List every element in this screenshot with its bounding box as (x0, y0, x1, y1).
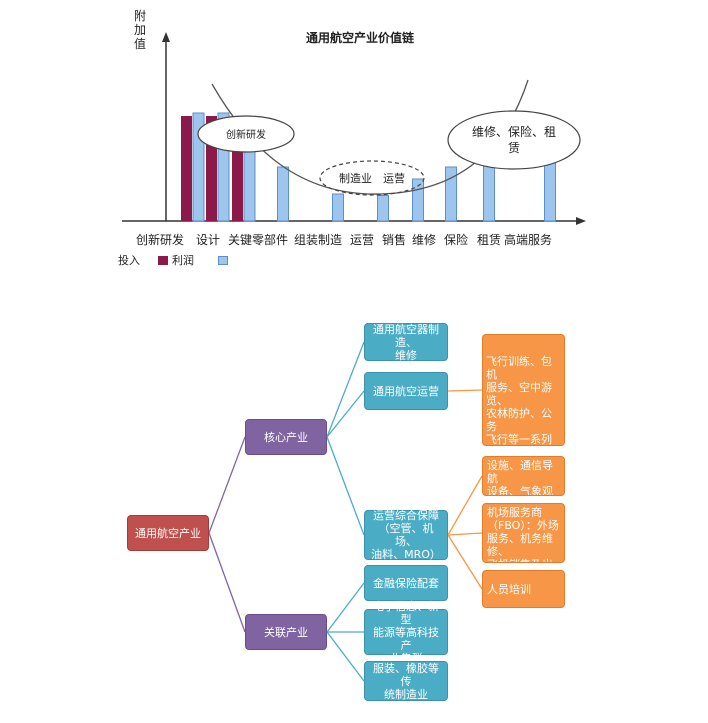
legend: 投入 利润 (118, 252, 232, 268)
legend-profit-swatch (158, 255, 168, 265)
node-operations-support-label: 运营综合保障 （空管、机场、 油料、MRO） (371, 509, 441, 561)
ellipse-mfg-label: 制造业 运营 (339, 171, 405, 185)
category-label: 保险 (444, 232, 468, 247)
link-related-finance (326, 582, 365, 633)
link-core-manufacturing (326, 341, 365, 438)
node-aviation-operations: 通用航空运营 (364, 372, 448, 410)
legend-profit-label: 利润 (172, 254, 194, 267)
ellipse-service-label: 维修、保险、租赁 (472, 124, 556, 155)
node-personnel-training: 人员培训 (482, 570, 565, 608)
ellipse-service-label-line: 赁 (508, 141, 520, 155)
bar-investment (412, 178, 424, 222)
link-core-support (326, 436, 365, 536)
node-fbo: 机场服务商 （FBO）：外场 服务、机务维修、 飞机销售及出租 等 (482, 503, 565, 563)
node-root-label: 通用航空产业 (135, 526, 201, 540)
link-support-training (447, 534, 483, 590)
ellipse-mfg (319, 160, 425, 196)
y-axis-arrow (162, 32, 170, 42)
legend-investment-swatch (218, 255, 228, 265)
node-finance-insurance: 金融保险配套 (364, 565, 448, 601)
ellipse-service (447, 110, 581, 170)
ellipse-service-label-line: 维修、保险、租 (472, 124, 556, 139)
legend-prefix: 投入 (118, 254, 140, 267)
node-aviation-operations-label: 通用航空运营 (373, 384, 439, 398)
bar-investment (377, 195, 389, 222)
x-axis-arrow (576, 217, 586, 225)
ellipse-rd (197, 115, 295, 153)
category-label: 设计 (196, 233, 220, 247)
node-related-industry: 关联产业 (245, 614, 327, 650)
link-root-related (208, 532, 246, 633)
chart-title: 通用航空产业价值链 (306, 30, 415, 45)
chart-ellipses (197, 110, 581, 196)
link-operations-detail (447, 389, 483, 392)
bar-investment (332, 193, 344, 222)
link-support-fbo (447, 532, 483, 536)
bar-investment (277, 166, 289, 222)
bar-profit (232, 134, 243, 221)
node-operations-detail: 飞行训练、包机 服务、空中游览、 农林防护、公务 飞行等一系列服 务 机场建设：… (482, 334, 565, 446)
category-label: 关键零部件 (228, 232, 288, 247)
y-axis-label-char: 值 (134, 36, 146, 51)
bar-profit (206, 116, 217, 221)
node-high-tech-label: 电子信息、新型 能源等高科技产 业集群 (373, 599, 439, 665)
bar-investment (445, 166, 457, 222)
y-axis-label-char: 附 (134, 9, 146, 23)
node-airport-facilities-label: 设施、通信导航 设备、气象观测 设备和相关辅助 (487, 459, 553, 496)
category-label: 高端服务 (504, 232, 552, 247)
y-axis-label-char: 加 (134, 23, 146, 37)
node-operations-support: 运营综合保障 （空管、机场、 油料、MRO） (364, 509, 448, 561)
category-label: 组装制造 (294, 233, 342, 247)
node-core-industry: 核心产业 (245, 419, 327, 455)
node-operations-detail-label: 飞行训练、包机 服务、空中游览、 农林防护、公务 飞行等一系列服 务 机场建设：… (486, 355, 552, 446)
node-traditional-label: 服装、橡胶等传 统制造业 (373, 661, 439, 701)
y-axis-label: 附加值 (134, 9, 146, 51)
link-support-airport (447, 475, 483, 536)
node-related-label: 关联产业 (264, 625, 308, 639)
category-label: 运营 (350, 233, 374, 247)
node-training-label: 人员培训 (487, 582, 531, 596)
node-airport-facilities: 设施、通信导航 设备、气象观测 设备和相关辅助 (482, 456, 565, 496)
category-label: 创新研发 (136, 232, 184, 247)
node-core-label: 核心产业 (264, 430, 308, 444)
node-aircraft-manufacturing: 通用航空器制造、 维修 (364, 322, 448, 362)
category-label: 维修 (412, 232, 436, 247)
node-finance-label: 金融保险配套 (373, 576, 439, 590)
link-root-core (208, 436, 246, 534)
bar-profit (181, 116, 192, 221)
link-core-operations (326, 390, 365, 438)
bar-investment (217, 112, 230, 222)
node-traditional-manufacturing: 服装、橡胶等传 统制造业 (364, 661, 448, 701)
link-related-traditional (326, 631, 365, 682)
node-high-tech-cluster: 电子信息、新型 能源等高科技产 业集群 (364, 600, 448, 665)
value-chain-chart: 附加值通用航空产业价值链创新研发制造业 运营维修、保险、租赁创新研发设计关键零部… (122, 9, 586, 247)
chart-bars (181, 112, 556, 222)
ellipse-rd-label: 创新研发 (226, 128, 266, 141)
node-fbo-label: 机场服务商 （FBO）：外场 服务、机务维修、 飞机销售及出租 等 (487, 506, 559, 562)
chart-text-layer: 附加值通用航空产业价值链创新研发制造业 运营维修、保险、租赁创新研发设计关键零部… (134, 9, 556, 247)
category-label: 租赁 (477, 233, 501, 247)
node-root: 通用航空产业 (127, 515, 209, 551)
category-label: 销售 (382, 232, 406, 247)
node-aircraft-manufacturing-label: 通用航空器制造、 维修 (373, 322, 439, 362)
bar-investment (192, 112, 205, 222)
